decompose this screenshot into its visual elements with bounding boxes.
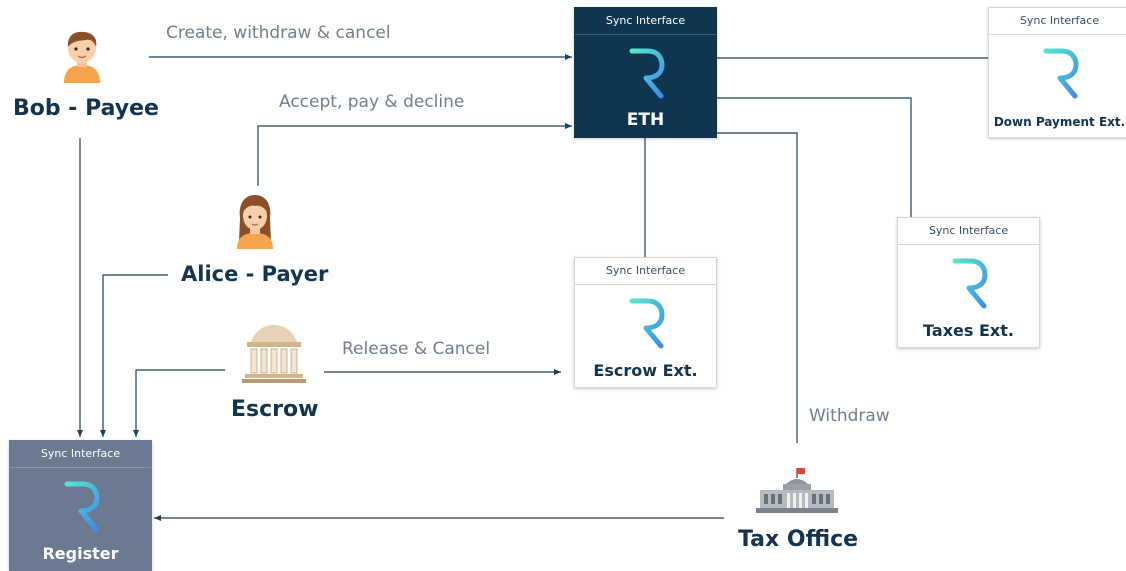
edge-label-withdraw: Withdraw — [809, 406, 890, 426]
taxes-card-header: Sync Interface — [898, 218, 1039, 245]
edge-label-release: Release & Cancel — [342, 339, 491, 359]
eth-card-header: Sync Interface — [575, 8, 716, 35]
man-avatar-icon — [64, 31, 100, 83]
eth-card-label: ETH — [626, 110, 665, 130]
request-network-r-logo-icon — [629, 48, 664, 99]
down-payment-ext-card: Sync Interface Down Payment Ext. — [988, 7, 1126, 138]
escrow-label: Escrow — [231, 397, 319, 422]
edge-alice-to-register — [100, 274, 168, 437]
alice-payer-label: Alice - Payer — [181, 262, 329, 286]
woman-avatar-icon — [237, 195, 273, 249]
escrow-ext-card-header: Sync Interface — [575, 258, 716, 285]
eth-sync-card: Sync Interface ETH — [574, 7, 717, 138]
escrow-ext-card-label: Escrow Ext. — [593, 361, 698, 380]
taxes-card-label: Taxes Ext. — [923, 321, 1014, 340]
down-payment-card-label: Down Payment Ext. — [993, 115, 1126, 129]
request-network-r-logo-icon — [64, 481, 99, 532]
government-building-icon — [756, 468, 838, 513]
tax-office-label: Tax Office — [738, 527, 859, 552]
register-sync-card: Sync Interface Register — [9, 440, 152, 571]
request-network-r-logo-icon — [629, 298, 664, 349]
edge-escrow-to-register — [133, 369, 225, 437]
edge-eth-to-taxes — [717, 97, 912, 217]
edge-alice-to-eth — [257, 123, 572, 186]
request-network-r-logo-icon — [1043, 48, 1078, 99]
register-card-header: Sync Interface — [10, 441, 151, 468]
register-card-label: Register — [42, 544, 119, 563]
bank-building-icon — [242, 325, 306, 383]
taxes-ext-card: Sync Interface Taxes Ext. — [897, 217, 1040, 348]
escrow-ext-card: Sync Interface Escrow Ext. — [574, 257, 717, 388]
edge-label-create: Create, withdraw & cancel — [166, 23, 391, 43]
edge-eth-to-tax-office — [717, 132, 798, 443]
edge-label-accept: Accept, pay & decline — [279, 92, 465, 112]
bob-payee-label: Bob - Payee — [13, 96, 159, 121]
request-network-r-logo-icon — [952, 258, 987, 309]
down-payment-card-header: Sync Interface — [989, 8, 1126, 35]
